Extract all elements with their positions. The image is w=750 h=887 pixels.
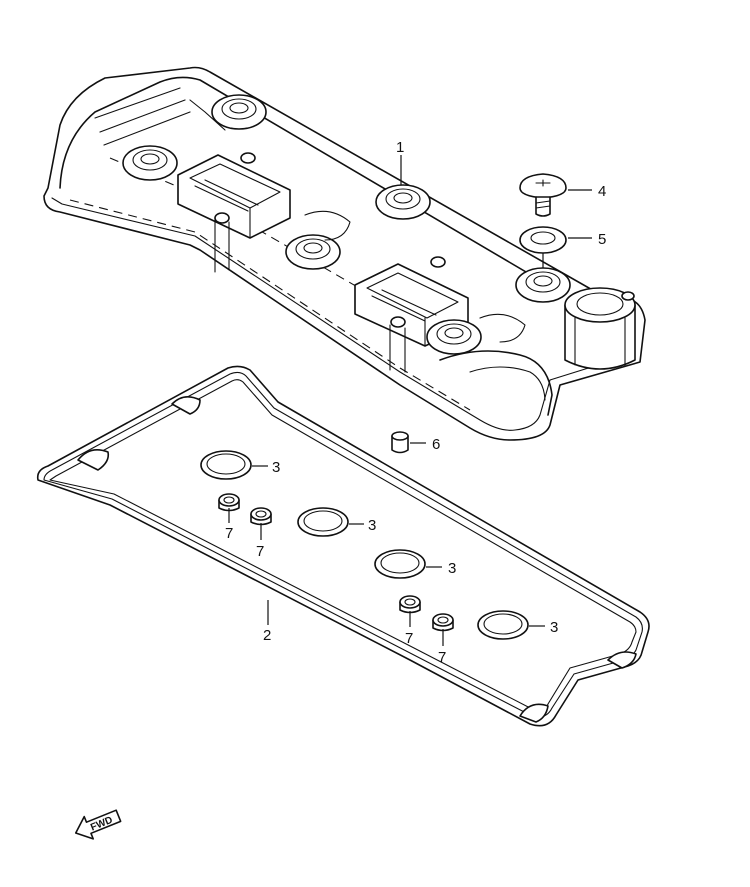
- fwd-arrow-icon: FWD: [74, 809, 122, 840]
- callout-6: 6: [432, 436, 440, 453]
- cover-gasket[interactable]: [36, 365, 650, 727]
- plug-hole-seal-2[interactable]: [297, 507, 349, 537]
- plug-hole-seal-4[interactable]: [477, 610, 529, 640]
- callout-7d: 7: [438, 649, 446, 666]
- callout-1: 1: [396, 139, 404, 156]
- breather-outlet: [564, 287, 636, 370]
- cover-boss-6: [426, 319, 482, 355]
- cylinder-head-cover[interactable]: [43, 66, 646, 441]
- cover-boss-3: [375, 184, 431, 220]
- fwd-label: FWD: [89, 815, 114, 834]
- bolt[interactable]: [519, 173, 567, 217]
- small-seal-1[interactable]: [218, 493, 240, 512]
- cover-boss-2: [122, 145, 178, 181]
- cover-boss-5: [515, 267, 571, 303]
- dowel-pin[interactable]: [391, 431, 409, 454]
- small-seal-4[interactable]: [432, 613, 454, 632]
- callout-labels: 1 4 5 6 3 3 3 3 7 7 7 7 2: [225, 139, 606, 666]
- callout-7b: 7: [256, 543, 264, 560]
- cover-boss-1: [211, 94, 267, 130]
- small-seal-3[interactable]: [399, 595, 421, 614]
- small-seal-2[interactable]: [250, 507, 272, 526]
- callout-3b: 3: [368, 517, 376, 534]
- callout-3a: 3: [272, 459, 280, 476]
- callout-7a: 7: [225, 525, 233, 542]
- cover-boss-4: [285, 234, 341, 270]
- washer[interactable]: [519, 226, 567, 254]
- callout-3d: 3: [550, 619, 558, 636]
- callout-2: 2: [263, 627, 271, 644]
- plug-hole-seal-1[interactable]: [200, 450, 252, 480]
- leader-lines: [228, 155, 592, 646]
- callout-4: 4: [598, 183, 606, 200]
- callout-5: 5: [598, 231, 606, 248]
- plug-hole-seal-3[interactable]: [374, 549, 426, 579]
- callout-7c: 7: [405, 630, 413, 647]
- callout-3c: 3: [448, 560, 456, 577]
